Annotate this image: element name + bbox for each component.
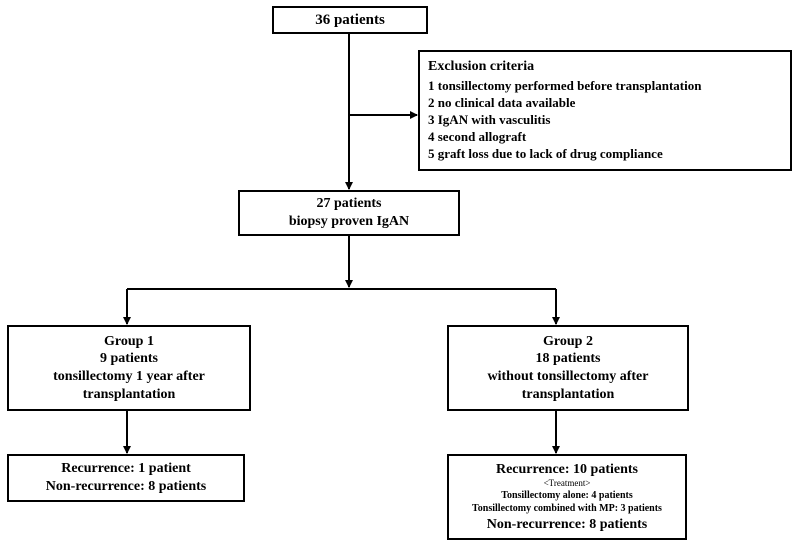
- exclusion-item: 1 tonsillectomy performed before transpl…: [428, 78, 702, 94]
- exclusion-item: 5 graft loss due to lack of drug complia…: [428, 145, 663, 161]
- group2-non-recurrence: Non-recurrence: 8 patients: [486, 516, 648, 532]
- exclusion-item: 2 no clinical data available: [428, 95, 576, 111]
- box-exclusion-criteria: Exclusion criteria 1 tonsillectomy perfo…: [418, 50, 792, 171]
- group1-title: Group 1: [104, 333, 154, 349]
- exclusion-title: Exclusion criteria: [428, 59, 535, 74]
- box-group2-outcome: Recurrence: 10 patients <Treatment> Tons…: [447, 454, 687, 540]
- exclusion-item: 4 second allograft: [428, 128, 527, 144]
- box-group1: Group 1 9 patients tonsillectomy 1 year …: [7, 325, 251, 411]
- group2-title: Group 2: [543, 333, 593, 349]
- box-eligible-patients: 27 patients biopsy proven IgAN: [238, 190, 460, 236]
- box-group2: Group 2 18 patients without tonsillectom…: [447, 325, 689, 411]
- group2-desc: transplantation: [521, 386, 615, 402]
- group2-count: 18 patients: [535, 351, 601, 367]
- group1-desc: tonsillectomy 1 year after: [53, 369, 205, 384]
- group2-recurrence: Recurrence: 10 patients: [495, 462, 639, 478]
- treatment-item: Tonsillectomy combined with MP: 3 patien…: [472, 503, 662, 515]
- group1-desc: transplantation: [82, 386, 176, 402]
- eligible-desc: biopsy proven IgAN: [288, 214, 410, 229]
- box-group1-outcome: Recurrence: 1 patient Non-recurrence: 8 …: [7, 454, 245, 502]
- group1-count: 9 patients: [100, 351, 158, 367]
- box-total-patients: 36 patients: [272, 6, 428, 34]
- eligible-count: 27 patients: [316, 195, 382, 211]
- group2-desc: without tonsillectomy after: [487, 369, 649, 384]
- group1-non-recurrence: Non-recurrence: 8 patients: [45, 479, 207, 494]
- group1-recurrence: Recurrence: 1 patient: [61, 460, 191, 476]
- treatment-header: <Treatment>: [543, 478, 591, 489]
- exclusion-item: 3 IgAN with vasculitis: [428, 111, 551, 127]
- treatment-item: Tonsillectomy alone: 4 patients: [501, 489, 633, 501]
- total-patients-text: 36 patients: [315, 11, 385, 28]
